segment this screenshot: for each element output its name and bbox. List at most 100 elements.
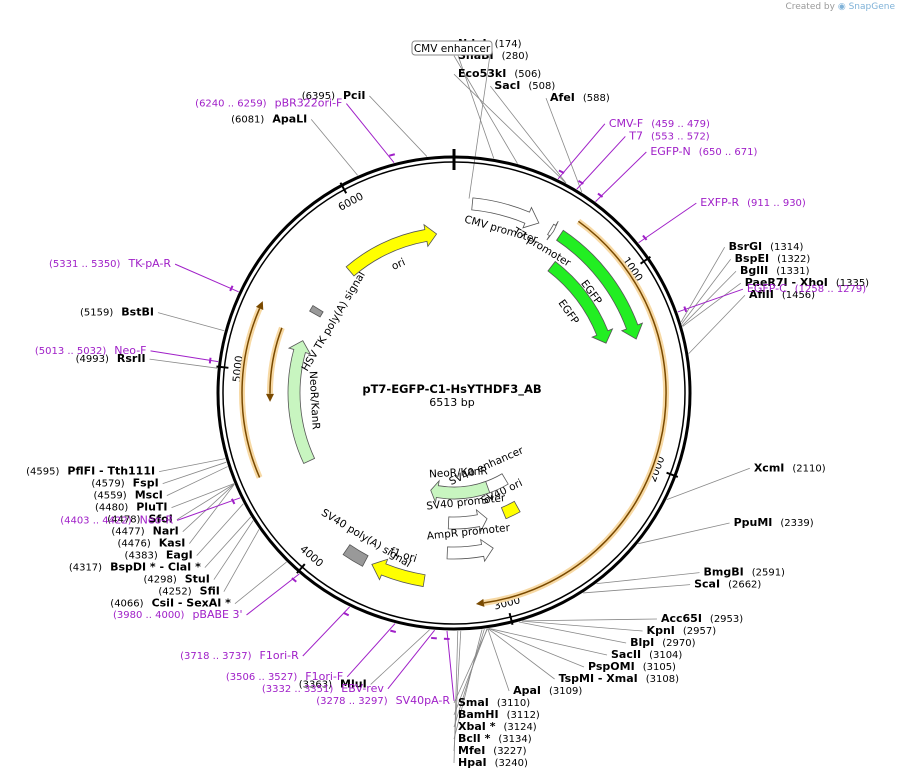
site-position: (4066) bbox=[110, 599, 143, 610]
primer-label: (3278 .. 3297) SV40pA-R bbox=[316, 694, 450, 707]
site-label: (4559)MscI bbox=[93, 489, 162, 502]
tick-mark bbox=[666, 471, 679, 478]
leader-line bbox=[522, 618, 657, 622]
site-position: (3104) bbox=[649, 650, 682, 661]
site-position: (4317) bbox=[69, 563, 102, 574]
leader-line bbox=[150, 350, 219, 363]
site-name: PciI bbox=[343, 89, 365, 102]
site-position: (4595) bbox=[26, 467, 59, 478]
primer-position: (3506 .. 3527) bbox=[226, 672, 298, 683]
primer-name: EGFP-C bbox=[747, 282, 787, 295]
leader-line bbox=[488, 628, 585, 668]
tick-label: 6000 bbox=[336, 190, 365, 213]
leader-line bbox=[682, 282, 742, 327]
site-position: (4298) bbox=[143, 575, 176, 586]
site-position: (3108) bbox=[646, 674, 679, 685]
site-label: (4993)RsrII bbox=[76, 352, 146, 365]
leader-line bbox=[204, 516, 252, 568]
feature-label: SV40 poly(A) signal bbox=[319, 507, 413, 570]
leader-line bbox=[545, 98, 583, 193]
orf-band-line bbox=[483, 220, 667, 604]
leader-line bbox=[302, 606, 351, 657]
leader-line bbox=[681, 258, 731, 324]
primer-mark bbox=[597, 192, 604, 198]
leader-line bbox=[387, 629, 436, 690]
site-position: (6081) bbox=[231, 114, 264, 125]
site-label: (3363)MluI bbox=[299, 677, 367, 690]
label-leader-lines bbox=[149, 43, 750, 764]
leader-line bbox=[453, 629, 483, 740]
site-name: SacII bbox=[611, 648, 641, 661]
site-position: (4480) bbox=[95, 503, 128, 514]
site-position: (2957) bbox=[683, 626, 716, 637]
leader-line bbox=[166, 466, 228, 497]
orf-band-head bbox=[266, 393, 275, 402]
site-label: BamHI(3112) bbox=[458, 708, 540, 721]
site-position: (2339) bbox=[780, 518, 813, 529]
primer-mark bbox=[343, 611, 350, 617]
orf-bands bbox=[239, 218, 670, 607]
site-position: (1335) bbox=[836, 278, 869, 289]
site-position: (6395) bbox=[302, 91, 335, 102]
site-name: KpnI bbox=[647, 624, 675, 637]
site-label: (4252)SfiI bbox=[158, 585, 219, 598]
leader-line bbox=[310, 119, 358, 176]
site-label: AfeI(588) bbox=[550, 91, 610, 104]
leader-line bbox=[346, 623, 396, 678]
leader-line bbox=[446, 630, 455, 701]
orf-band bbox=[266, 326, 285, 394]
feature-hsv-tk-poly-a-signal bbox=[309, 304, 324, 318]
site-name: SfoI bbox=[148, 513, 172, 526]
leader-line bbox=[680, 247, 725, 323]
site-label: (4317)BspDI * - ClaI * bbox=[69, 561, 201, 574]
orf-band-head bbox=[255, 301, 264, 311]
leader-line bbox=[557, 123, 606, 180]
primer-name: EXFP-R bbox=[700, 196, 739, 209]
leader-line bbox=[595, 151, 647, 202]
leader-line bbox=[453, 628, 485, 728]
site-label: AflII(1456) bbox=[749, 288, 815, 301]
primer-mark bbox=[558, 169, 565, 174]
leader-line bbox=[453, 630, 459, 764]
site-position: (5159) bbox=[80, 308, 113, 319]
feature-egfp bbox=[556, 229, 644, 340]
plasmid-center-label: pT7-EGFP-C1-HsYTHDF3_AB 6513 bp bbox=[362, 382, 541, 409]
primer-label: (4403 .. 4422)Neo-R bbox=[60, 513, 173, 526]
site-position: (4478) bbox=[107, 515, 140, 526]
site-position: (3134) bbox=[498, 734, 531, 745]
primer-position: (553 .. 572) bbox=[651, 131, 710, 142]
site-name: BamHI bbox=[458, 708, 499, 721]
primer-position: (911 .. 930) bbox=[747, 198, 806, 209]
feature-neor-kanr bbox=[430, 479, 491, 504]
leader-line bbox=[246, 573, 300, 616]
leader-line bbox=[157, 312, 225, 332]
primer-label: (5013 .. 5032)Neo-F bbox=[35, 344, 147, 357]
site-label: (4066)CsiI - SexAI * bbox=[110, 597, 231, 610]
site-name: BglII bbox=[740, 264, 768, 277]
feature-label: NeoR/KanR bbox=[429, 465, 488, 480]
primer-position: (3278 .. 3297) bbox=[316, 696, 388, 707]
cmv-enhancer-box bbox=[411, 40, 493, 56]
leader-line bbox=[666, 467, 750, 501]
site-label: PaeR7I - XhoI(1335) bbox=[745, 276, 869, 289]
site-name: RsrII bbox=[117, 352, 146, 365]
tick-mark bbox=[339, 182, 348, 194]
site-name: PluTI bbox=[136, 501, 167, 514]
primer-position: (4403 .. 4422) bbox=[60, 515, 132, 526]
site-name: BclI * bbox=[458, 732, 491, 745]
primer-name: SV40pA-R bbox=[396, 694, 451, 707]
feature-ampr-promoter bbox=[446, 538, 494, 563]
primer-position: (3980 .. 4000) bbox=[113, 610, 185, 621]
site-name: MfeI bbox=[458, 744, 485, 757]
primer-name: F1ori-R bbox=[260, 649, 300, 662]
site-name: SmaI bbox=[458, 696, 489, 709]
leader-line bbox=[345, 103, 395, 163]
leader-line bbox=[521, 620, 643, 632]
site-name: PpuMI bbox=[734, 516, 773, 529]
primer-name: T7 bbox=[628, 129, 643, 142]
primer-label: (6240 .. 6259)pBR322ori-F bbox=[195, 97, 342, 110]
feature-sv40-ori bbox=[500, 500, 521, 520]
plasmid-size: 6513 bp bbox=[429, 396, 474, 409]
site-label: BglII(1331) bbox=[740, 264, 810, 277]
feature-t7-promoter bbox=[546, 220, 559, 241]
